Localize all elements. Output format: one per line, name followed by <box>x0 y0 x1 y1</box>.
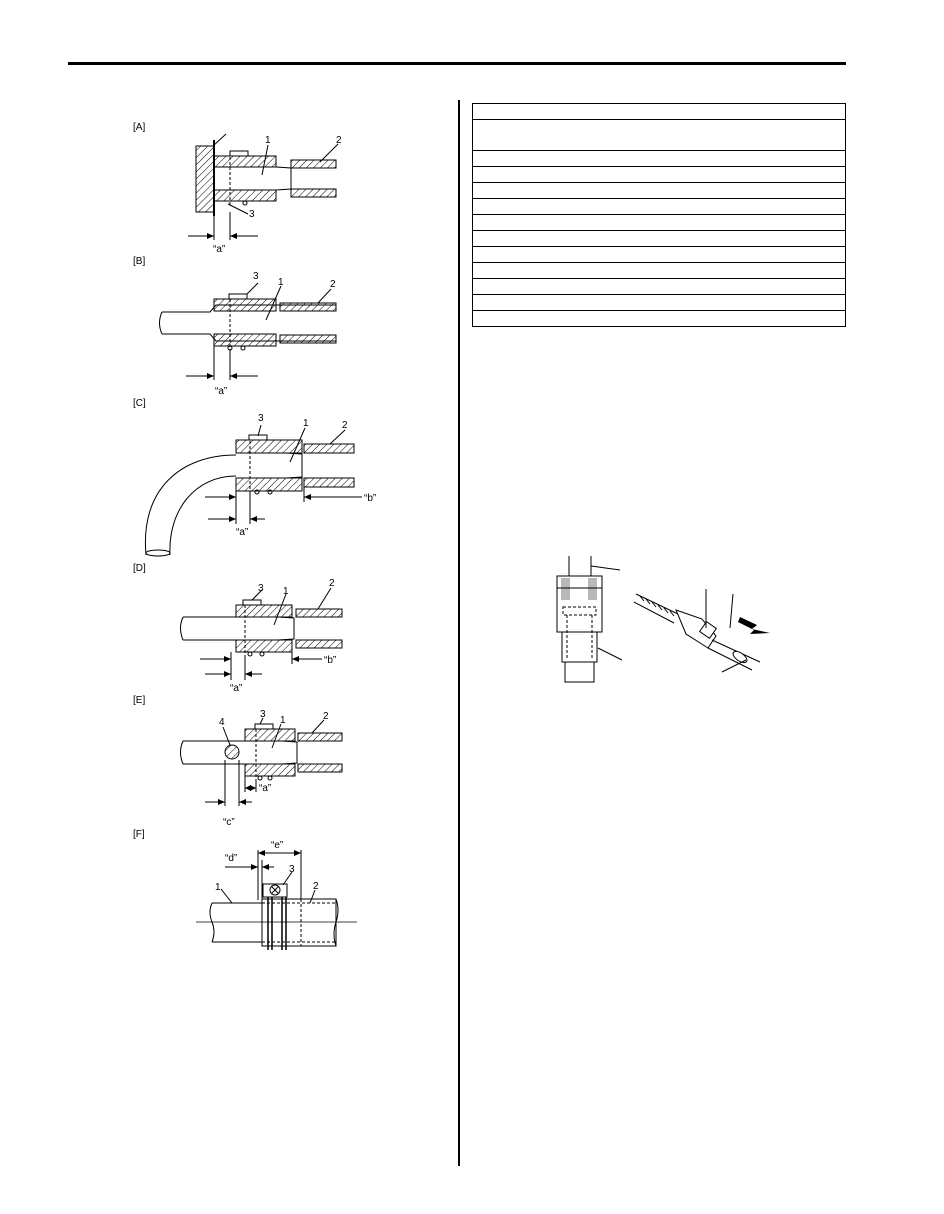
table-cell <box>472 294 846 311</box>
figure-c-callout-3: 3 <box>258 413 264 424</box>
figure-b-dimension-a: “a” <box>215 386 227 397</box>
figure-b-drawing: 3 1 2 “a” <box>159 271 337 397</box>
figure-d-dimension-b: “b” <box>324 655 336 666</box>
figure-b-callout-2: 2 <box>330 279 336 290</box>
figure-c-callout-2: 2 <box>342 420 348 431</box>
figure-d-callout-2: 2 <box>329 578 335 589</box>
figure-c-dimension-a: “a” <box>236 527 248 538</box>
figure-f-dimension-e: “e” <box>271 840 283 851</box>
figure-d-drawing: 3 1 2 “b” “a” <box>180 578 343 694</box>
figure-b-callout-3: 3 <box>253 271 259 282</box>
figure-label-b: [B] <box>133 256 146 267</box>
table-row <box>472 198 846 215</box>
table-cell <box>472 150 846 167</box>
figure-label-e: [E] <box>133 695 146 706</box>
figure-label-f: [F] <box>133 829 145 840</box>
table-row <box>472 310 846 327</box>
figure-e-callout-3: 3 <box>260 709 266 720</box>
table-row <box>472 103 846 120</box>
figure-b-callout-1: 1 <box>278 277 284 288</box>
figure-a-callout-1: 1 <box>265 135 271 146</box>
figure-a-callout-2: 2 <box>336 135 342 146</box>
figure-a-callout-3: 3 <box>249 209 255 220</box>
table-row <box>472 246 846 263</box>
figure-label-c: [C] <box>133 398 146 409</box>
table-cell <box>472 198 846 215</box>
figure-e-callout-1: 1 <box>280 715 286 726</box>
figure-c-drawing: 3 1 2 “b” “a” <box>144 413 376 557</box>
figure-c-dimension-b: “b” <box>364 493 376 504</box>
table-cell <box>472 166 846 183</box>
figure-e-drawing: 4 3 1 2 “a” “c” <box>180 709 343 828</box>
figure-c-callout-1: 1 <box>303 418 309 429</box>
table-cell <box>472 278 846 295</box>
figure-f-callout-3: 3 <box>289 864 295 875</box>
table-cell <box>472 119 846 151</box>
figure-f-dimension-d: “d” <box>225 853 237 864</box>
table-row <box>472 262 846 279</box>
header-rule <box>68 62 846 65</box>
figure-label-d: [D] <box>133 563 146 574</box>
figure-e-dimension-c: “c” <box>223 817 235 828</box>
table-cell <box>472 310 846 327</box>
figure-f-callout-1: 1 <box>215 882 221 893</box>
column-divider <box>458 100 460 1166</box>
figure-e-callout-2: 2 <box>323 711 329 722</box>
table-cell <box>472 246 846 263</box>
table-row <box>472 182 846 199</box>
table-row <box>472 230 846 247</box>
figure-e-callout-4: 4 <box>219 717 225 728</box>
table-row <box>472 119 846 151</box>
table-row <box>472 278 846 295</box>
figure-d-callout-1: 1 <box>283 586 289 597</box>
table-cell <box>472 103 846 120</box>
figure-a-drawing: 1 2 3 “a” <box>188 133 342 255</box>
quick-connector-illustration <box>556 556 770 683</box>
figure-label-a: [A] <box>133 122 146 133</box>
spec-table <box>472 103 846 327</box>
table-row <box>472 214 846 231</box>
figure-a-dimension-a: “a” <box>213 244 225 255</box>
figure-f-callout-2: 2 <box>313 881 319 892</box>
table-row <box>472 150 846 167</box>
table-row <box>472 294 846 311</box>
figure-d-callout-3: 3 <box>258 583 264 594</box>
table-cell <box>472 230 846 247</box>
table-cell <box>472 262 846 279</box>
table-cell <box>472 214 846 231</box>
figure-e-dimension-a: “a” <box>259 783 271 794</box>
figure-d-dimension-a: “a” <box>230 683 242 694</box>
figure-f-drawing: “e” “d” 3 1 2 <box>196 840 357 950</box>
table-cell <box>472 182 846 199</box>
table-row <box>472 166 846 183</box>
